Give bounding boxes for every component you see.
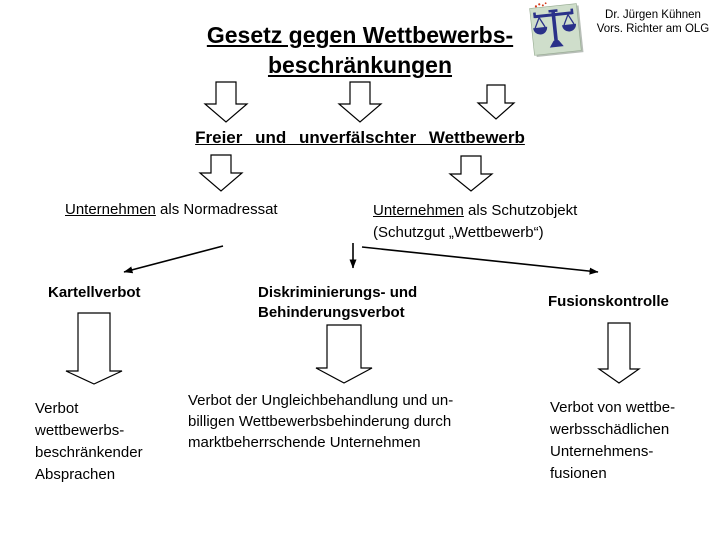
logo-card <box>529 2 584 58</box>
goal-label: Freier und unverfälschter Wettbewerb <box>195 128 525 147</box>
credit-line-2: Vors. Richter am OLG <box>596 23 710 35</box>
body-fusion-line-3: Unternehmens- <box>550 443 654 460</box>
body-diskriminierung-line-1: Verbot der Ungleichbehandlung und un- <box>188 392 454 409</box>
role-normadressat: Unternehmen als Normadressat <box>65 199 278 221</box>
body-fusion-line-2: werbsschädlichen <box>550 421 670 438</box>
body-diskriminierung-line-2: billigen Wettbewerbsbehinderung durch <box>188 413 452 430</box>
body-kartellverbot-line-1: Verbot <box>35 400 79 417</box>
body-kartellverbot-line-2: wettbewerbs- <box>35 422 125 439</box>
arrow-diskriminierung-to-body <box>315 324 373 384</box>
body-kartellverbot-line-4: Absprachen <box>35 466 116 483</box>
credit-line-1: Dr. Jürgen Kühnen <box>605 9 701 21</box>
heading-diskriminierung-line-2: Behinderungsverbot <box>258 304 405 321</box>
heading-diskriminierungsverbot: Diskriminierungs- und Behinderungsverbot <box>258 283 417 323</box>
arrow-to-fusionskontrolle <box>361 246 599 275</box>
body-fusion-line-1: Verbot von wettbe- <box>550 399 676 416</box>
body-fusion-line-4: fusionen <box>550 465 607 482</box>
role-schutzobjekt: Unternehmen als Schutzobjekt (Schutzgut … <box>373 200 577 244</box>
heading-kartellverbot-line: Kartellverbot <box>48 284 141 301</box>
arrow-title-to-goal-left <box>203 81 249 123</box>
role-schutzobjekt-suffix: als Schutzobjekt <box>463 202 578 219</box>
body-kartellverbot-line-3: beschränkender <box>35 444 143 461</box>
heading-fusionskontrolle: Fusionskontrolle <box>548 292 669 312</box>
body-kartellverbot: Verbot wettbewerbs- beschränkender Abspr… <box>35 398 143 486</box>
role-schutzobjekt-term: Unternehmen <box>373 202 464 219</box>
arrow-fusion-to-body <box>597 322 641 384</box>
heading-kartellverbot: Kartellverbot <box>48 283 141 303</box>
heading-fusionskontrolle-line: Fusionskontrolle <box>548 293 669 310</box>
body-diskriminierungsverbot: Verbot der Ungleichbehandlung und un- bi… <box>188 390 518 453</box>
author-credit: Dr. Jürgen Kühnen Vors. Richter am OLG <box>589 8 717 36</box>
title-line-1: Gesetz gegen Wettbewerbs- <box>206 22 514 48</box>
arrow-goal-to-schutzobjekt <box>448 155 494 192</box>
role-normadressat-term: Unternehmen <box>65 201 156 218</box>
page-title: Gesetz gegen Wettbewerbs- beschränkungen <box>140 20 580 80</box>
arrow-goal-to-normadressat <box>198 154 244 192</box>
role-normadressat-suffix: als Normadressat <box>155 201 278 218</box>
title-line-2: beschränkungen <box>267 52 453 78</box>
scales-glyph <box>533 8 576 48</box>
arrow-title-to-goal-middle <box>337 81 383 123</box>
body-fusionskontrolle: Verbot von wettbe- werbsschädlichen Unte… <box>550 397 675 485</box>
heading-diskriminierung-line-1: Diskriminierungs- und <box>258 284 418 301</box>
body-diskriminierung-line-3: marktbeherrschende Unternehmen <box>188 434 421 451</box>
arrow-title-to-goal-right <box>476 84 516 120</box>
role-schutzobjekt-line-1: Unternehmen als Schutzobjekt <box>373 200 577 222</box>
scales-of-justice-icon <box>529 2 584 58</box>
arrow-kartellverbot-to-body <box>65 312 123 385</box>
arrow-to-kartellverbot <box>123 245 224 274</box>
role-schutzobjekt-line-2: (Schutzgut „Wettbewerb“) <box>373 224 544 241</box>
sparkle-decoration <box>534 2 547 8</box>
